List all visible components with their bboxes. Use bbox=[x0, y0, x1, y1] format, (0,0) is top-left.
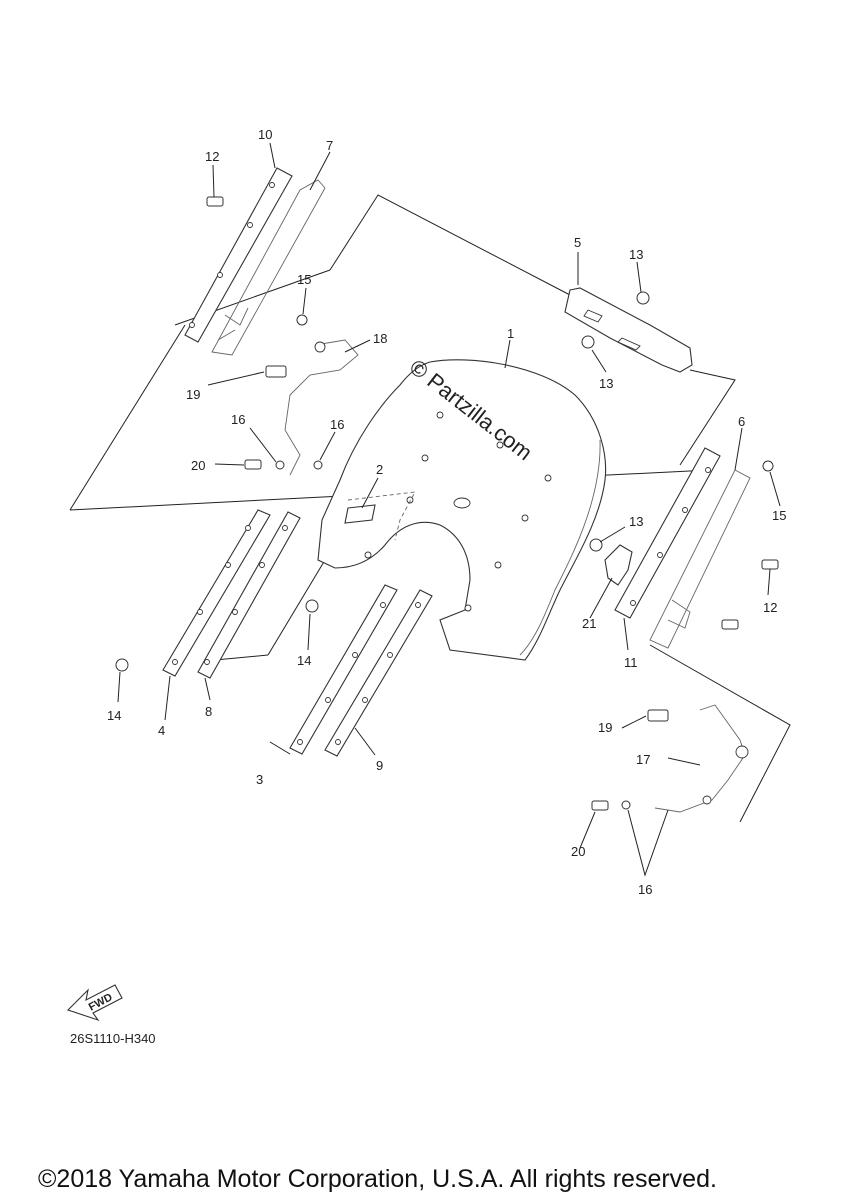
stay-17 bbox=[654, 704, 749, 813]
callout-20b: 20 bbox=[571, 844, 585, 859]
callout-16c: 16 bbox=[638, 882, 652, 897]
callout-15a: 15 bbox=[297, 272, 311, 287]
callout-21: 21 bbox=[582, 616, 596, 631]
callout-2: 2 bbox=[376, 462, 383, 477]
callout-13a: 13 bbox=[629, 247, 643, 262]
top-bracket-5 bbox=[564, 287, 693, 373]
callout-9: 9 bbox=[376, 758, 383, 773]
callout-16a: 16 bbox=[231, 412, 245, 427]
upper-strip-10 bbox=[184, 167, 293, 343]
upper-bracket-7 bbox=[211, 179, 326, 356]
callout-20a: 20 bbox=[191, 458, 205, 473]
callout-12a: 12 bbox=[205, 149, 219, 164]
stay-18 bbox=[284, 339, 359, 476]
callout-7: 7 bbox=[326, 138, 333, 153]
callout-14b: 14 bbox=[297, 653, 311, 668]
callout-12b: 12 bbox=[763, 600, 777, 615]
callout-14a: 14 bbox=[107, 708, 121, 723]
callout-1: 1 bbox=[507, 326, 514, 341]
warning-label bbox=[344, 491, 416, 541]
callout-13b: 13 bbox=[599, 376, 613, 391]
copyright-text: ©2018 Yamaha Motor Corporation, U.S.A. A… bbox=[38, 1165, 717, 1193]
clip-21 bbox=[604, 544, 633, 586]
callout-8: 8 bbox=[205, 704, 212, 719]
callout-5: 5 bbox=[574, 235, 581, 250]
lower-strip-8 bbox=[197, 511, 301, 679]
svg-text:FWD: FWD bbox=[87, 991, 115, 1013]
callout-15b: 15 bbox=[772, 508, 786, 523]
windshield bbox=[317, 359, 607, 661]
callout-19a: 19 bbox=[186, 387, 200, 402]
callout-19b: 19 bbox=[598, 720, 612, 735]
forward-arrow-icon: FWD bbox=[66, 984, 123, 1022]
callout-10: 10 bbox=[258, 127, 272, 142]
callout-6: 6 bbox=[738, 414, 745, 429]
callout-11: 11 bbox=[624, 655, 638, 670]
callout-4: 4 bbox=[158, 723, 165, 738]
lower-strip-9 bbox=[324, 589, 433, 757]
fasteners bbox=[115, 196, 779, 811]
lower-strip-3 bbox=[289, 584, 398, 755]
callout-18: 18 bbox=[373, 331, 387, 346]
right-bracket-6 bbox=[649, 469, 751, 649]
callout-16b: 16 bbox=[330, 417, 344, 432]
callout-labels: 1 2 3 4 5 6 7 8 9 10 11 12 12 13 13 13 1… bbox=[107, 127, 786, 897]
callout-3: 3 bbox=[256, 772, 263, 787]
right-strip-11 bbox=[614, 447, 721, 619]
callout-17: 17 bbox=[636, 752, 650, 767]
callout-13c: 13 bbox=[629, 514, 643, 529]
leader-lines bbox=[117, 142, 781, 877]
diagram-code: 26S1110-H340 bbox=[70, 1031, 156, 1046]
lower-strip-4 bbox=[162, 509, 271, 677]
